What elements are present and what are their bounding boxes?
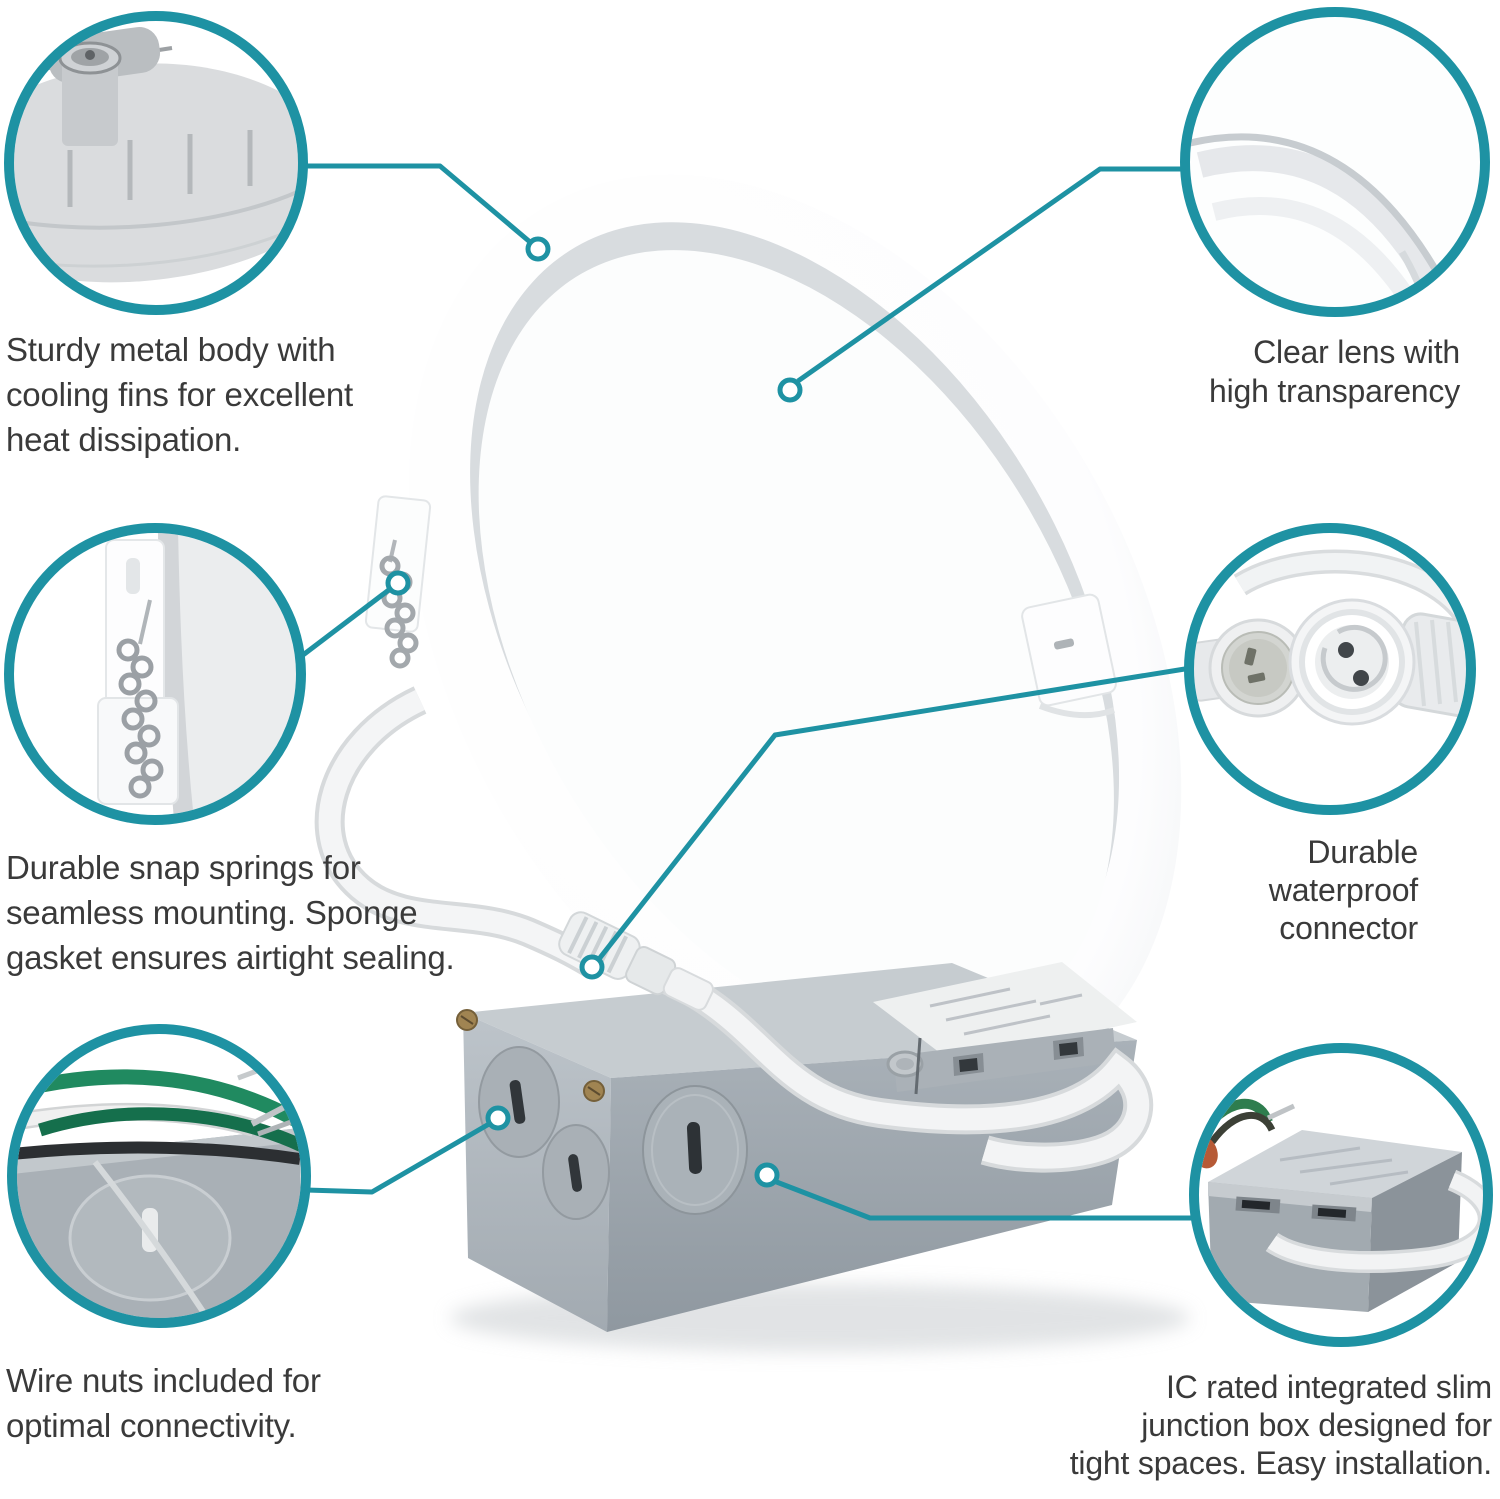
knockout-front (642, 1085, 748, 1215)
power-cable-drape (649, 960, 1154, 1173)
box-slot-1 (1235, 1196, 1281, 1214)
cooling-fins (67, 130, 253, 207)
callout-photo-wire-nuts (17, 1034, 301, 1318)
callout-text-junction-box: IC rated integrated slim junction box de… (1069, 1369, 1492, 1481)
callout-circle-clear-lens (1180, 7, 1490, 317)
callout-circle-wire-nuts (7, 1024, 311, 1328)
leader-waterproof-connector (597, 665, 1192, 961)
panel-lens (478, 250, 1114, 1043)
marker-snap-springs (385, 570, 411, 596)
callout-circle-metal-body (4, 11, 308, 315)
callout-circle-junction-box (1189, 1043, 1493, 1347)
callout-circle-snap-springs (4, 523, 306, 825)
led-panel (408, 174, 1182, 1106)
certification-label (873, 962, 1137, 1062)
leader-markers (385, 236, 803, 1188)
callout-photo-clear-lens (1190, 17, 1480, 307)
power-cable-coil (314, 686, 600, 977)
marker-junction-box (754, 1162, 780, 1188)
screw-top-left (456, 1009, 478, 1031)
callout-text-clear-lens: Clear lens with high transparency (1209, 334, 1460, 409)
leader-wire-nuts (305, 1121, 491, 1195)
callout-text-metal-body: Sturdy metal body with cooling fins for … (6, 331, 353, 458)
screw-front-left (583, 1080, 605, 1102)
marker-clear-lens (777, 377, 803, 403)
callout-circle-waterproof-connector (1184, 523, 1476, 815)
waterproof-connector-joint (558, 911, 714, 1011)
mounting-clip-right (1021, 593, 1117, 719)
leader-clear-lens (796, 166, 1186, 384)
product-photo (314, 174, 1190, 1352)
callout-text-wire-nuts: Wire nuts included for optimal connectiv… (6, 1362, 321, 1444)
leader-metal-body (306, 163, 532, 244)
driver-box (886, 1028, 1116, 1095)
driver-slot-1 (953, 1053, 984, 1076)
marker-wire-nuts (485, 1105, 511, 1131)
callout-photo-snap-springs (14, 533, 296, 815)
marker-waterproof-connector (579, 954, 605, 980)
box-slot-2 (1311, 1204, 1357, 1222)
callout-text-snap-springs: Durable snap springs for seamless mounti… (6, 849, 455, 976)
knockout-left-2 (542, 1124, 610, 1220)
knockout-left-1 (478, 1046, 560, 1158)
driver-seam (914, 1037, 922, 1095)
callout-photo-junction-box (1199, 1053, 1483, 1337)
callout-photo-waterproof-connector (1194, 533, 1466, 805)
driver-slot-2 (1053, 1037, 1084, 1060)
leader-junction-box (773, 1178, 1196, 1221)
box-cable (1265, 1169, 1483, 1273)
leader-snap-springs (301, 587, 392, 657)
callout-text-waterproof-connector: Durable waterproof connector (1268, 834, 1418, 946)
callout-photo-metal-body (14, 21, 298, 305)
connector-male (1194, 618, 1308, 718)
spring-chain (116, 638, 164, 799)
marker-metal-body (525, 236, 551, 262)
connector-female (1288, 598, 1416, 726)
leader-lines (301, 163, 1196, 1221)
